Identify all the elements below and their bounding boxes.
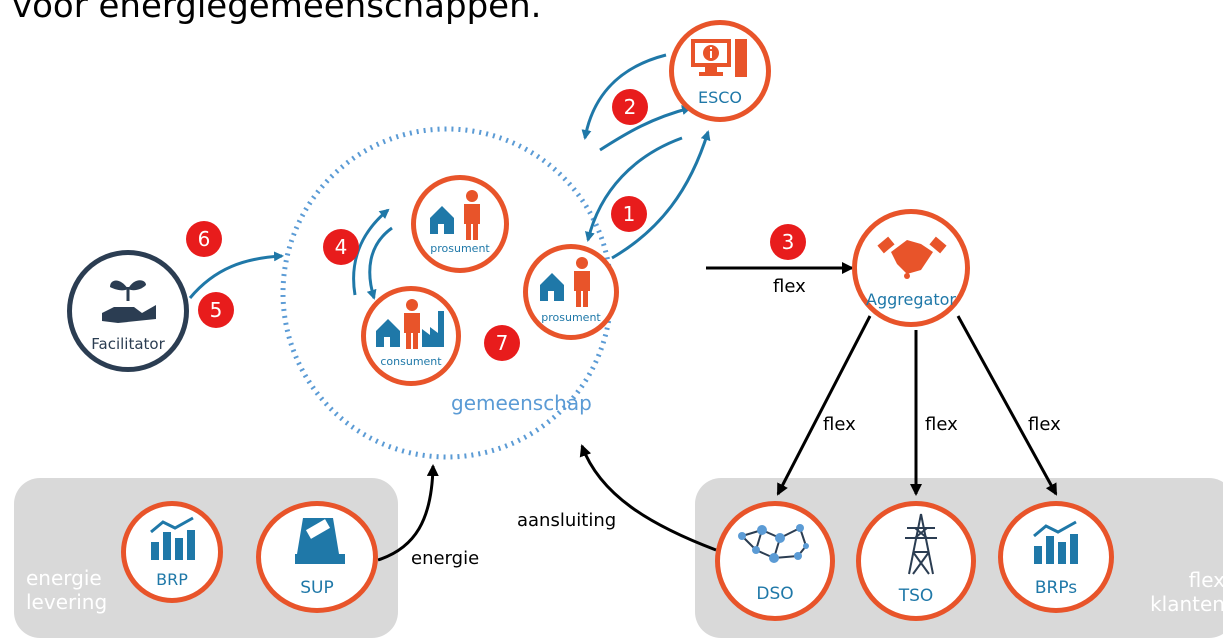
facilitator-node: Facilitator — [67, 250, 189, 372]
computer-info-icon — [691, 39, 747, 77]
edge-label-flex-tso: flex — [925, 414, 958, 435]
arrow-esco-to-community — [581, 53, 667, 140]
marker-3: 3 — [770, 224, 806, 260]
brp-node: BRP — [121, 501, 223, 603]
page-title: voor energiegemeenschappen. — [12, 0, 542, 26]
bar-chart-icon — [150, 516, 195, 560]
arrow-esco-to-prosument — [585, 136, 683, 242]
arrow-facilitator-to-community — [188, 251, 284, 299]
consument-label: consument — [380, 355, 442, 368]
brps-label: BRPs — [1034, 578, 1078, 598]
marker-6: 6 — [186, 221, 222, 257]
marker-2: 2 — [612, 89, 648, 125]
arrow-dso-to-community — [579, 444, 717, 552]
edge-label-flex-brps: flex — [1028, 414, 1061, 435]
plant-in-hand-icon — [102, 280, 156, 323]
house-factory-person-icon — [376, 299, 444, 349]
marker-1: 1 — [611, 196, 647, 232]
arrow-community-to-esco — [599, 105, 692, 152]
arrow-aggregator-to-dso — [776, 315, 872, 496]
energy-meter-icon — [295, 518, 345, 564]
edge-label-flex-aggregator: flex — [773, 276, 806, 297]
handshake-icon — [877, 236, 947, 279]
flex-customers-panel-label: flex klanten — [1150, 568, 1223, 616]
house-person-icon — [430, 190, 480, 240]
sup-node: SUP — [256, 501, 378, 613]
dso-node: DSO — [715, 501, 835, 621]
consument-node: consument — [361, 286, 461, 386]
marker-4: 4 — [323, 229, 359, 265]
brp-label: BRP — [156, 570, 188, 589]
aggregator-node: Aggregator — [852, 209, 970, 327]
sup-label: SUP — [300, 578, 334, 598]
arrow-prosument-to-consument — [366, 226, 393, 300]
community-label: gemeenschap — [451, 391, 592, 415]
prosument-label-top: prosument — [430, 242, 490, 255]
marker-5: 5 — [198, 292, 234, 328]
network-icon — [738, 524, 809, 563]
arrow-prosument-to-esco — [611, 130, 711, 260]
prosument-node-right: prosument — [523, 244, 619, 340]
dso-label: DSO — [756, 584, 794, 604]
facilitator-label: Facilitator — [91, 335, 165, 353]
marker-7: 7 — [484, 325, 520, 361]
arrow-aggregator-to-brps — [956, 315, 1058, 496]
esco-label: ESCO — [697, 88, 743, 107]
aggregator-label: Aggregator — [866, 290, 956, 309]
edge-label-flex-dso: flex — [823, 414, 856, 435]
power-tower-icon — [905, 513, 937, 575]
house-person-icon — [540, 257, 590, 307]
energy-supply-panel-label: energie levering — [26, 566, 108, 614]
arrow-sup-to-community — [377, 464, 439, 562]
edge-label-aansluiting: aansluiting — [517, 510, 617, 531]
prosument-label-right: prosument — [541, 311, 601, 324]
bar-chart-icon — [1033, 520, 1078, 564]
prosument-node-top: prosument — [411, 175, 509, 273]
edge-label-energie: energie — [411, 548, 480, 569]
brps-node: BRPs — [998, 501, 1114, 613]
esco-node: ESCO — [669, 20, 771, 122]
tso-label: TSO — [898, 586, 934, 606]
tso-node: TSO — [856, 501, 976, 621]
